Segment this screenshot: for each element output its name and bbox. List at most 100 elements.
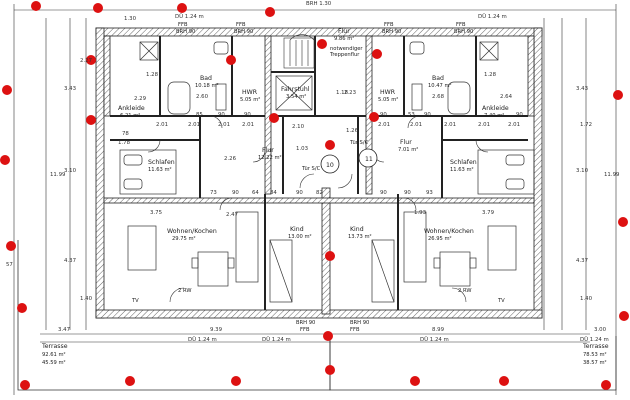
room-ankleide-left-area: 6.21 m² [120, 113, 140, 119]
dim-1-26: 1.26 [346, 128, 359, 134]
ffb-top-3: FFB [384, 22, 394, 28]
room-bad-right-area: 10.47 m² [428, 83, 452, 89]
room-wohnen-right-area: 26.95 m² [428, 236, 452, 242]
dim-2-01-c: 2.01 [218, 122, 230, 128]
ffb-bottom-1: FFB [300, 327, 310, 333]
dim-11-99-right: 11.99 [604, 172, 620, 178]
room-kind-right-name: Kind [350, 226, 364, 233]
ffb-top-4: FFB [456, 22, 466, 28]
dimension-labels: 2.29 1.28 2.60 85 90 90 2.10 1.18 2.23 1… [6, 16, 620, 333]
room-labels-center: Flur 9.86 m² notwendiger Treppenflur Fah… [281, 28, 373, 172]
room-flur-left-area: 12.22 m² [258, 155, 282, 161]
dim-11-99-left: 11.99 [50, 172, 66, 178]
brh-bottom-1: BRH 90 [296, 320, 315, 326]
brh-top-3: BRH 90 [382, 29, 401, 35]
room-hwr-left-area: 5.05 m² [240, 97, 260, 103]
dim-9-39: 9.39 [210, 327, 223, 333]
terrace-left-area2: 45.59 m² [42, 360, 66, 366]
dim-2-27-left: 2.27 [80, 58, 92, 64]
dim-2-01-i: 2.01 [508, 122, 520, 128]
dim-3-10-right: 3.10 [576, 168, 589, 174]
dim-1-72: 1.72 [580, 122, 592, 128]
room-hwr-left-name: HWR [242, 89, 258, 96]
dim-90-i: 90 [380, 190, 387, 196]
dim-2-01-g: 2.01 [444, 122, 456, 128]
room-flur-stair-name: Flur [338, 28, 350, 35]
terrace-labels: Terrasse 92.61 m² 45.59 m² Terrasse 78.5… [41, 343, 609, 366]
room-kind-left-area: 13.00 m² [288, 234, 312, 240]
tv-right: TV [497, 298, 505, 304]
dim-1-78: 1.78 [118, 140, 131, 146]
top-du-right: DÜ 1.24 m [478, 13, 507, 20]
room-flur-right-area: 7.01 m² [398, 147, 418, 153]
terrace-left-name: Terrasse [41, 343, 68, 350]
dim-90-a: 90 [218, 112, 225, 118]
top-du-left: DÜ 1.24 m [175, 13, 204, 20]
dim-2-10: 2.10 [292, 124, 305, 130]
brh-top-4: BRH 90 [454, 29, 473, 35]
terrace-right-area2: 38.57 m² [583, 360, 607, 366]
ffb-top-2: FFB [236, 22, 246, 28]
brh-top-1: BRH 90 [176, 29, 195, 35]
room-flur-stair-note1: notwendiger [330, 46, 363, 52]
room-fahrstuhl-name: Fahrstuhl [281, 86, 310, 93]
ffb-bottom-2: FFB [350, 327, 360, 333]
outer-dimension-lines [13, 4, 617, 395]
dim-90-b: 90 [244, 112, 251, 118]
room-bad-left-area: 10.18 m² [195, 83, 219, 89]
dim-4-37-right: 4.37 [576, 258, 588, 264]
dim-1-18: 1.18 [336, 90, 349, 96]
dim-2-01-d: 2.01 [242, 122, 254, 128]
dim-3-00: 3.00 [594, 327, 607, 333]
dim-78: 78 [122, 131, 129, 137]
dim-2-60: 2.60 [196, 94, 209, 100]
room-ankleide-right-area: 7.40 m² [484, 113, 504, 119]
dim-2-23: 2.23 [344, 90, 356, 96]
dim-1-28-l: 1.28 [146, 72, 159, 78]
room-schlafen-left-name: Schlafen [148, 159, 175, 166]
room-schlafen-left-area: 11.63 m² [148, 167, 172, 173]
dim-2-01-a: 2.01 [156, 122, 168, 128]
dim-90-e: 90 [380, 112, 387, 118]
unit-number-left: 10 [326, 162, 334, 169]
terrace-right-name: Terrasse [582, 343, 609, 350]
tv-left: TV [131, 298, 139, 304]
bottom-du-center: DÜ 1.24 m [262, 336, 291, 343]
dim-82: 82 [316, 190, 323, 196]
room-wohnen-right-name: Wohnen/Kochen [424, 228, 474, 235]
room-labels-right: Bad 10.47 m² HWR 5.05 m² Ankleide 7.40 m… [348, 75, 509, 242]
room-kind-right-area: 13.73 m² [348, 234, 372, 240]
room-flur-right-name: Flur [400, 139, 412, 146]
terrace-right-area1: 78.53 m² [583, 352, 607, 358]
dim-2-68: 2.68 [432, 94, 445, 100]
room-bad-right-name: Bad [432, 75, 444, 82]
dim-3-43-left: 3.43 [64, 86, 76, 92]
dim-73: 73 [210, 190, 217, 196]
dim-1-40-right: 1.40 [580, 296, 593, 302]
room-labels-left: Bad 10.18 m² HWR 5.05 m² Ankleide 6.21 m… [118, 75, 312, 242]
dim-53: 53 [408, 112, 415, 118]
room-schlafen-right-name: Schlafen [450, 159, 477, 166]
interior-walls [110, 36, 528, 310]
dim-2-47: 2.47 [226, 212, 238, 218]
room-schlafen-right-area: 11.63 m² [450, 167, 474, 173]
dim-2-01-e: 2.01 [378, 122, 390, 128]
door-label-right: Tür S/C [349, 140, 369, 146]
room-fahrstuhl-area: 3.54 m² [286, 94, 306, 100]
dim-85: 85 [196, 112, 203, 118]
dim-57: 57 [6, 262, 13, 268]
rw-left: 2 RW [178, 288, 191, 294]
dim-84: 84 [270, 190, 277, 196]
dim-4-37-left: 4.37 [64, 258, 76, 264]
fixtures-right [371, 41, 535, 303]
red-markers [0, 1, 629, 390]
outer-walls [95, 27, 543, 319]
dim-1-93: 1.93 [414, 210, 426, 216]
dim-1-40-left: 1.40 [80, 296, 93, 302]
room-flur-stair-note2: Treppenflur [329, 52, 360, 58]
door-label-left: Tür S/C [301, 166, 321, 172]
rw-right: 2 RW [458, 288, 471, 294]
room-wohnen-left-name: Wohnen/Kochen [167, 228, 217, 235]
room-kind-left-name: Kind [290, 226, 304, 233]
